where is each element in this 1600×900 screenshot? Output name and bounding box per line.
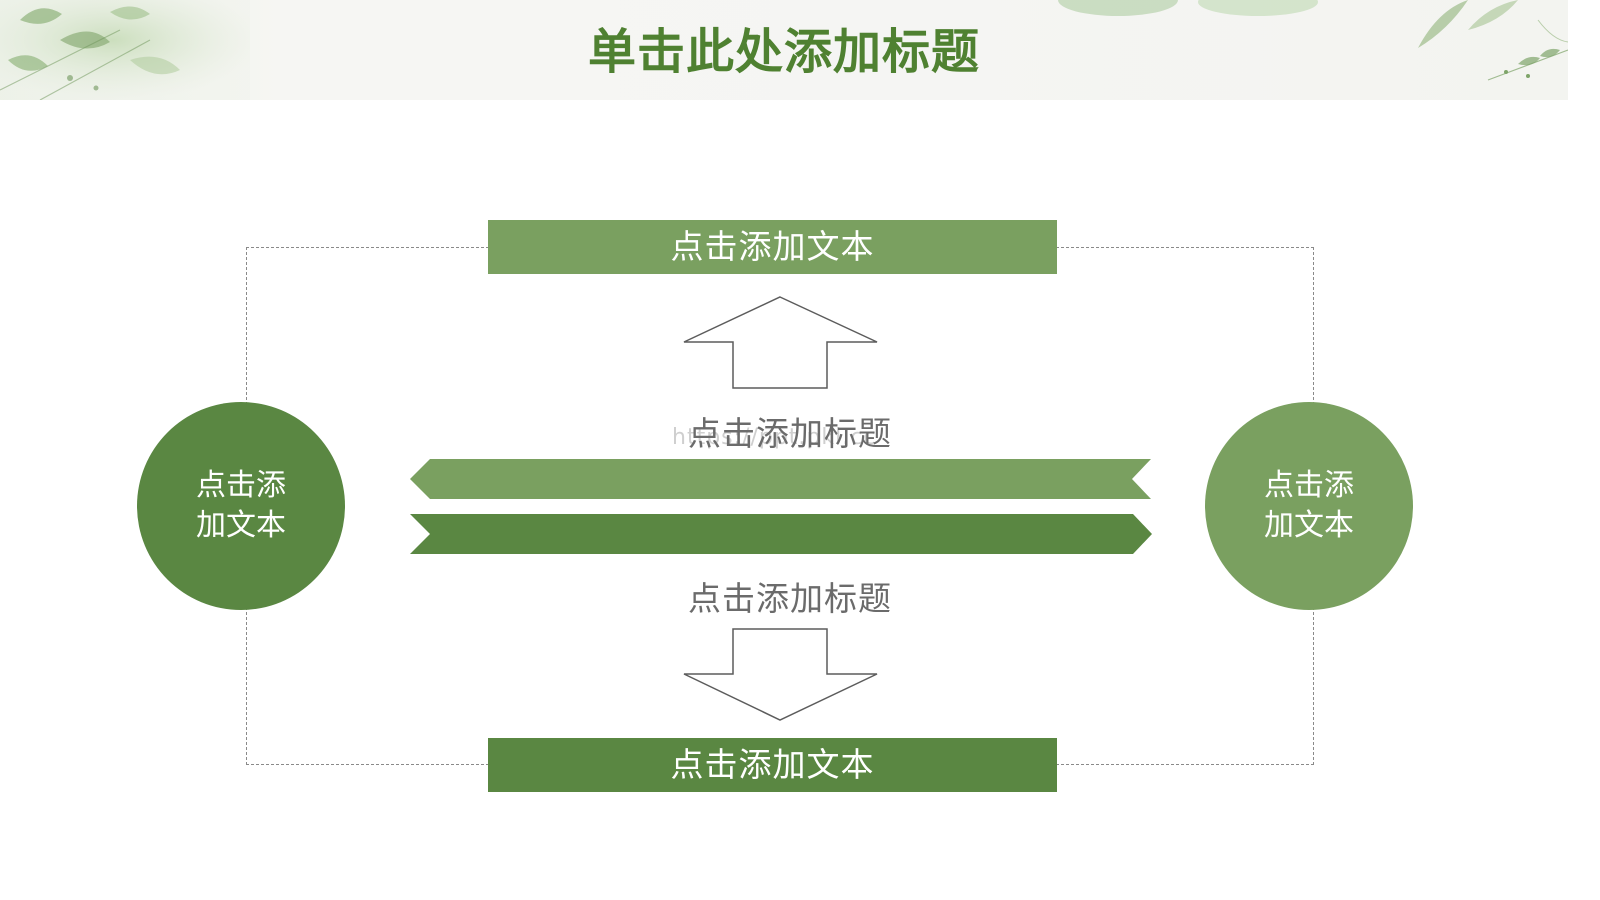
left-chevron-band-icon[interactable] <box>410 459 1151 499</box>
right-circle-line1: 点击添 <box>1264 468 1354 503</box>
down-arrow-icon <box>683 628 878 721</box>
lower-label[interactable]: 点击添加标题 <box>688 579 892 618</box>
leaf-decoration-icon <box>1058 0 1568 81</box>
right-circle-line2: 加文本 <box>1264 508 1354 543</box>
diagram-shapes <box>410 296 1152 721</box>
leaf-decoration-icon <box>0 0 250 100</box>
left-circle-line2: 加文本 <box>196 508 286 543</box>
left-circle[interactable]: 点击添 加文本 <box>137 402 345 610</box>
bottom-text-box[interactable]: 点击添加文本 <box>488 738 1057 792</box>
slide-header: 单击此处添加标题 <box>0 0 1568 100</box>
slide-canvas: 单击此处添加标题 点击添加文本 点击添加文本 点击添 加文本 点击添 加文本 h… <box>0 0 1568 792</box>
left-circle-line1: 点击添 <box>196 468 286 503</box>
up-arrow-icon <box>683 296 878 389</box>
right-chevron-band-icon[interactable] <box>410 514 1152 554</box>
watermark-text: https://ppt.pkl.cc <box>672 425 877 450</box>
top-text-box[interactable]: 点击添加文本 <box>488 220 1057 274</box>
slide-title[interactable]: 单击此处添加标题 <box>587 24 980 80</box>
upper-label[interactable]: 点击添加标题 <box>688 414 892 453</box>
right-circle[interactable]: 点击添 加文本 <box>1205 402 1413 610</box>
